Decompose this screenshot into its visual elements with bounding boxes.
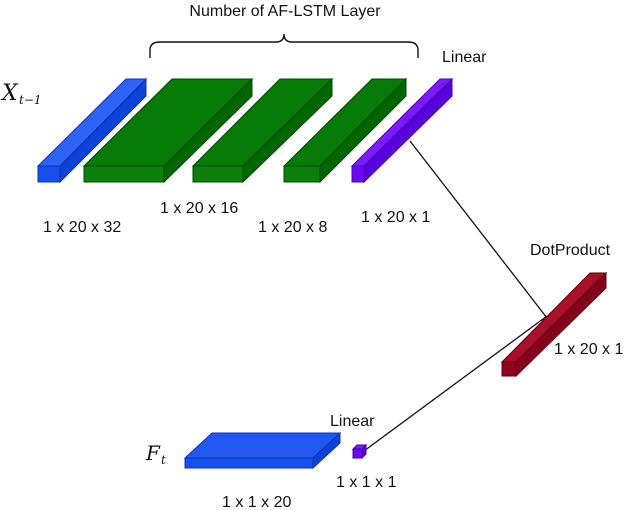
af-lstm-block-3 — [282, 77, 408, 184]
shape-input-x-label: 1 x 20 x 32 — [43, 219, 121, 236]
svg-text:t: t — [161, 453, 166, 467]
input-x-symbol: X t−1 — [0, 81, 42, 107]
input-f-block — [183, 431, 342, 470]
layer-group-brace — [149, 33, 419, 58]
svg-text:t−1: t−1 — [19, 93, 42, 107]
shape-input-f-label: 1 x 1 x 20 — [222, 494, 291, 510]
af-lstm-block-2 — [191, 77, 334, 184]
svg-text:X: X — [0, 81, 19, 106]
input-f-symbol: F t — [145, 441, 166, 467]
dot-product-block — [500, 271, 608, 378]
linear-bottom-block — [351, 443, 368, 460]
linear-bottom-label: Linear — [330, 413, 375, 430]
connector-linear-bottom-to-dotproduct — [363, 315, 548, 452]
af-lstm-block-1 — [82, 77, 254, 184]
connector-linear-top-to-dotproduct — [409, 140, 548, 319]
shape-linear-top-label: 1 x 20 x 1 — [361, 209, 430, 226]
input-x-block — [36, 77, 148, 184]
shape-dot-product-label: 1 x 20 x 1 — [554, 341, 623, 358]
dot-product-label: DotProduct — [530, 242, 611, 259]
linear-top-label: Linear — [442, 49, 487, 66]
diagram-title: Number of AF-LSTM Layer — [189, 3, 381, 20]
linear-top-block — [350, 77, 454, 184]
shape-lstm1-label: 1 x 20 x 16 — [160, 200, 238, 217]
shape-linear-bottom-label: 1 x 1 x 1 — [336, 474, 397, 491]
shape-lstm3-label: 1 x 20 x 8 — [258, 219, 327, 236]
svg-text:F: F — [145, 441, 161, 465]
